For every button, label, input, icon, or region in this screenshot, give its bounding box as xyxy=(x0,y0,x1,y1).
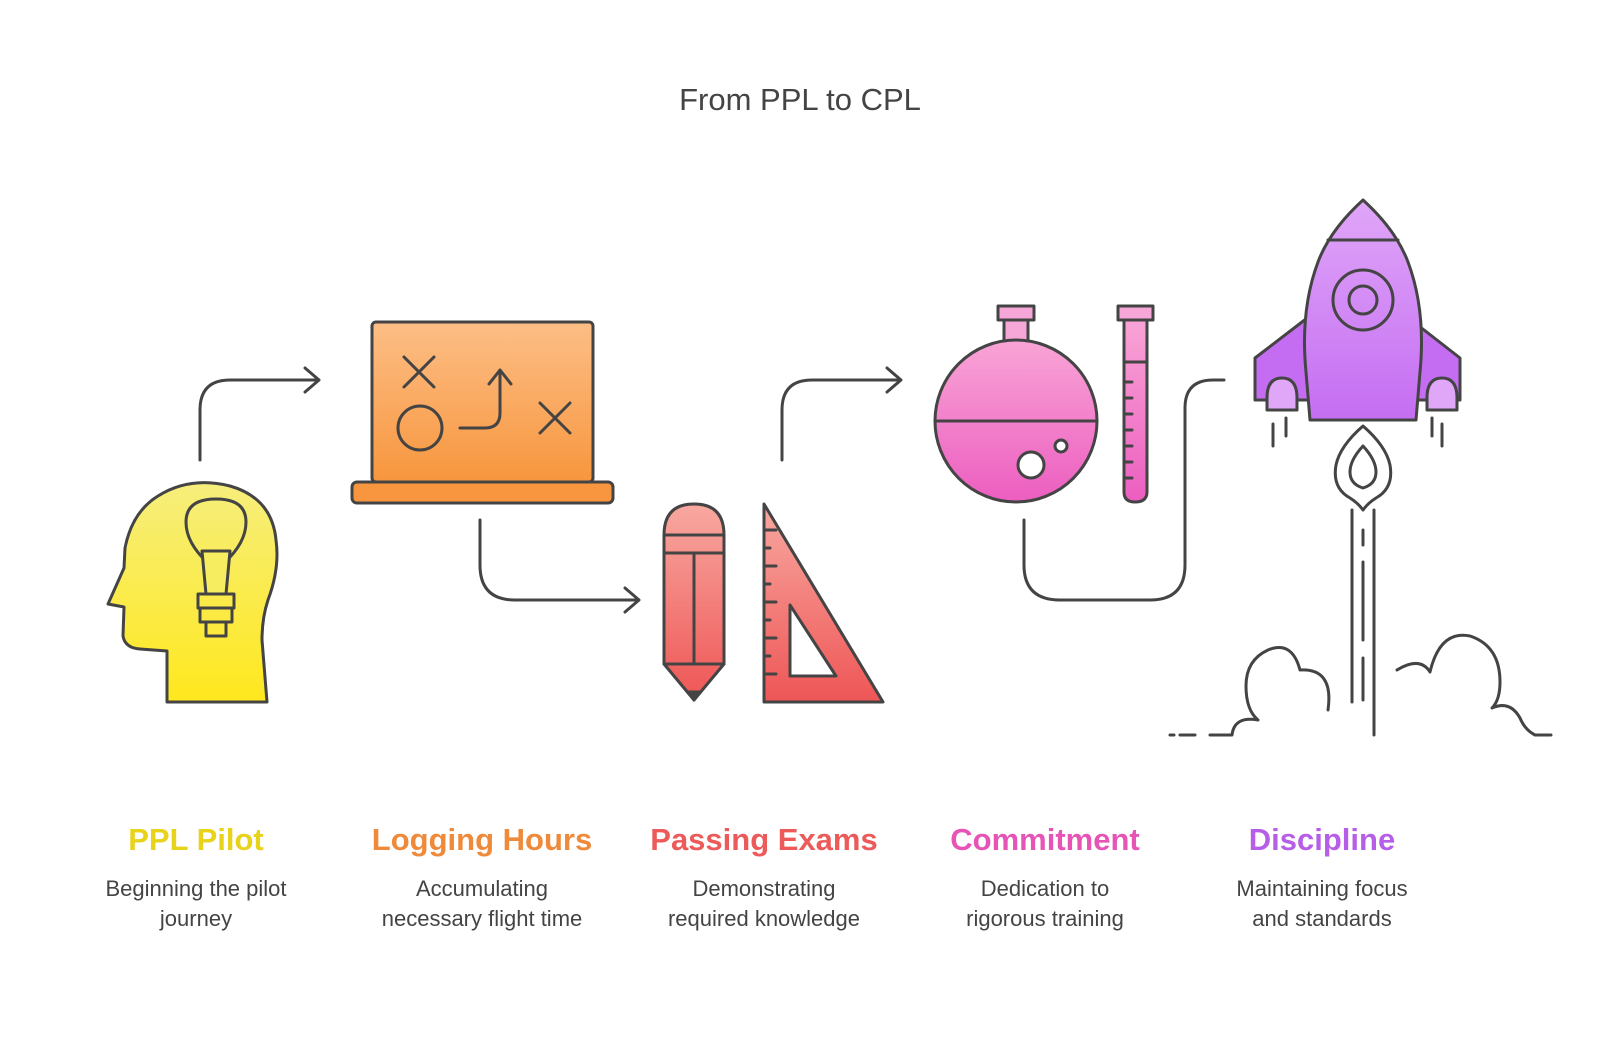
step-discipline: Discipline Maintaining focus and standar… xyxy=(1172,822,1472,934)
rocket-launch-icon xyxy=(1168,198,1553,737)
connector-arrow-3 xyxy=(780,366,903,462)
step-logging-hours: Logging Hours Accumulating necessary fli… xyxy=(332,822,632,934)
step-title: Discipline xyxy=(1248,822,1396,857)
step-commitment: Commitment Dedication to rigorous traini… xyxy=(895,822,1195,934)
step-passing-exams: Passing Exams Demonstrating required kno… xyxy=(614,822,914,934)
step-description: Accumulating necessary flight time xyxy=(381,876,583,931)
step-description: Dedication to rigorous training xyxy=(966,876,1124,931)
step-ppl-pilot: PPL Pilot Beginning the pilot journey xyxy=(46,822,346,934)
step-title: Logging Hours xyxy=(371,822,593,857)
step-title: Passing Exams xyxy=(650,822,878,857)
flask-test-tube-icon xyxy=(933,304,1155,504)
step-description: Demonstrating required knowledge xyxy=(667,876,861,931)
step-description: Maintaining focus and standards xyxy=(1236,876,1408,931)
pencil-ruler-icon xyxy=(662,502,885,704)
diagram-title: From PPL to CPL xyxy=(679,82,921,117)
step-title: PPL Pilot xyxy=(128,822,264,857)
connector-arrow-1 xyxy=(198,366,321,462)
connector-line-4 xyxy=(1022,378,1226,602)
step-description: Beginning the pilot journey xyxy=(105,876,287,931)
step-title: Commitment xyxy=(950,822,1140,857)
head-lightbulb-icon xyxy=(106,481,279,704)
strategy-board-icon xyxy=(350,320,615,505)
connector-arrow-2 xyxy=(478,518,641,614)
